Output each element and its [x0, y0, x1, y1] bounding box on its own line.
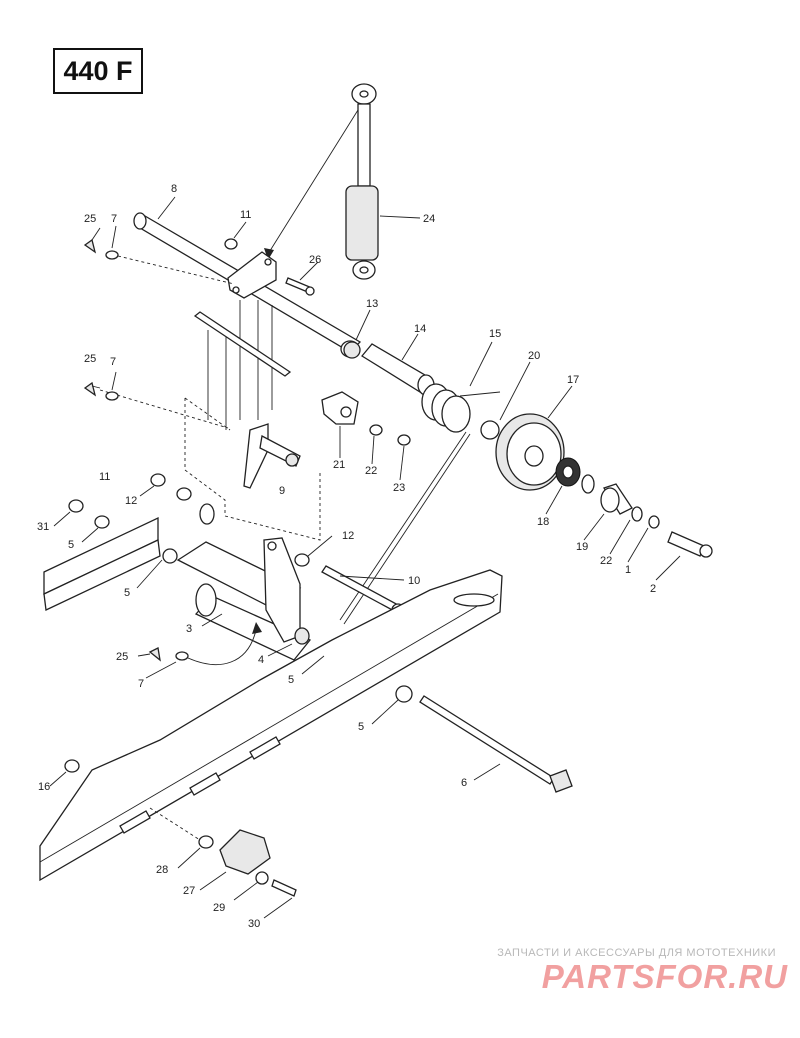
callout-19: 19: [576, 541, 588, 553]
callout-20: 20: [528, 350, 540, 362]
callout-13: 13: [366, 298, 378, 310]
callout-11-b: 11: [99, 471, 110, 483]
callout-28: 28: [156, 864, 168, 876]
arm-bracket: [227, 251, 277, 299]
ring-19: [581, 474, 595, 494]
nut-16: [64, 759, 80, 773]
callout-3: 3: [186, 623, 192, 635]
bolt-26: [285, 277, 315, 296]
callout-25-c: 25: [116, 651, 128, 663]
washer-20: [480, 420, 500, 440]
callout-5-c: 5: [288, 674, 294, 686]
axle-10: [321, 565, 405, 617]
callout-7-c: 7: [138, 678, 144, 690]
bearing: [555, 457, 581, 487]
washer-22: [369, 424, 383, 436]
slide-rail: [39, 569, 503, 882]
grease-fittings-lower: [148, 647, 189, 662]
washer-5-b: [162, 548, 178, 564]
callout-25-b: 25: [84, 353, 96, 365]
callout-4: 4: [258, 654, 264, 666]
stopper-block: [198, 829, 297, 897]
watermark-logo: PARTSFOR.RU: [541, 958, 788, 995]
callout-10: 10: [408, 575, 420, 587]
callout-22-a: 22: [365, 465, 377, 477]
link-bracket: [321, 391, 359, 425]
callout-31: 31: [37, 521, 49, 533]
nut-11-upper: [224, 238, 238, 250]
bushing-13: [343, 341, 361, 359]
callout-24: 24: [423, 213, 435, 225]
callout-15: 15: [489, 328, 501, 340]
callout-12-a: 12: [125, 495, 137, 507]
callout-5-a: 5: [68, 539, 74, 551]
grease-fittings-upper: [83, 238, 119, 401]
callout-21: 21: [333, 459, 345, 471]
washer-12-left: [176, 487, 192, 501]
nut-11-left: [150, 473, 166, 487]
sleeve-14: [361, 343, 435, 396]
callout-30: 30: [248, 918, 260, 930]
callout-12-b: 12: [342, 530, 354, 542]
bolt-6: [419, 695, 573, 793]
callout-16: 16: [38, 781, 50, 793]
washer-5-a: [94, 515, 110, 529]
bolt-2: [667, 531, 713, 558]
idler-wheel: [495, 413, 565, 491]
link-pin-plate: [199, 503, 215, 525]
callout-14: 14: [414, 323, 426, 335]
nut-23: [397, 434, 411, 446]
callout-2: 2: [650, 583, 656, 595]
left-rail-segment: [43, 516, 161, 611]
model-label: 440 F: [53, 48, 143, 94]
callout-23: 23: [393, 482, 405, 494]
callout-9: 9: [279, 485, 285, 497]
callout-5-d: 5: [358, 721, 364, 733]
torsion-spring: [339, 383, 501, 625]
shock-absorber: [345, 83, 379, 280]
washer-5-d: [395, 685, 413, 703]
lower-arm: [176, 537, 312, 661]
callout-27: 27: [183, 885, 195, 897]
callout-8: 8: [171, 183, 177, 195]
callout-18: 18: [537, 516, 549, 528]
callout-25-a: 25: [84, 213, 96, 225]
vertical-frame: [193, 300, 292, 430]
callout-11-a: 11: [240, 209, 251, 221]
callout-5-b: 5: [124, 587, 130, 599]
watermark-tagline: ЗАПЧАСТИ И АКСЕССУАРЫ ДЛЯ МОТОТЕХНИКИ: [497, 947, 776, 959]
nut-31: [68, 499, 84, 513]
spacer-and-washers: [600, 483, 660, 529]
callout-22-b: 22: [600, 555, 612, 567]
callout-6: 6: [461, 777, 467, 789]
callout-26: 26: [309, 254, 321, 266]
callout-29: 29: [213, 902, 225, 914]
washer-12-right: [294, 553, 310, 567]
callout-17: 17: [567, 374, 579, 386]
callout-1: 1: [625, 564, 631, 576]
callout-7-a: 7: [111, 213, 117, 225]
pivot-plate: [243, 423, 301, 489]
callout-7-b: 7: [110, 356, 116, 368]
